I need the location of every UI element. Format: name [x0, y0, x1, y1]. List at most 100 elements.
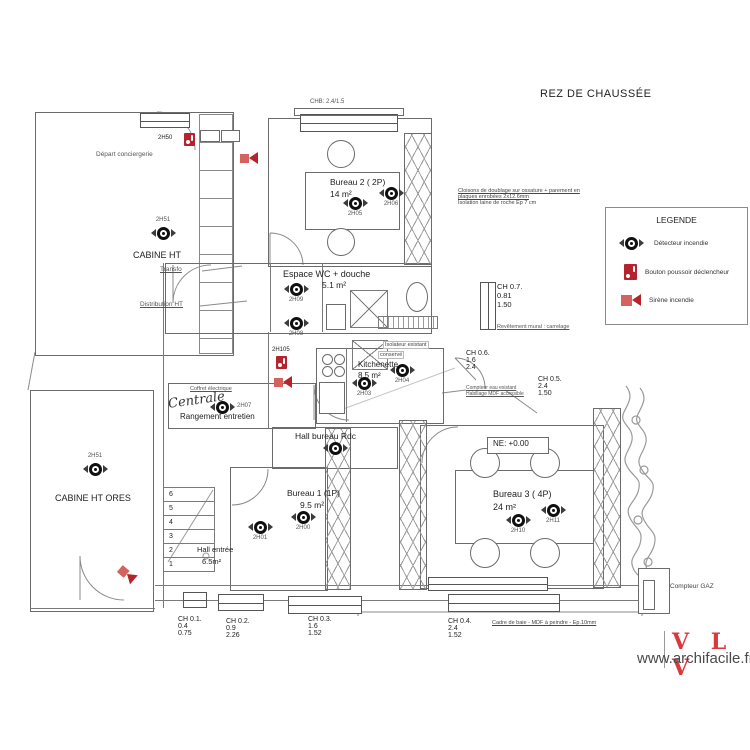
room-area-bureau3: 24 m²	[493, 502, 517, 512]
stair-step: 4	[164, 516, 214, 530]
opening-name: CH 0.1.	[178, 616, 202, 623]
wave-icon	[378, 189, 384, 197]
chair	[530, 538, 560, 568]
siren-icon	[274, 376, 292, 388]
detector-icon	[384, 186, 398, 200]
room-label-bureau1: Bureau 1 (1P)	[287, 488, 340, 498]
stove-burner	[334, 366, 345, 377]
desk-bureau3	[455, 470, 594, 544]
room-cabine-ores	[30, 390, 154, 612]
wave-icon	[247, 523, 253, 531]
isolation-note: Isolation laine de roche Ep 7 cm	[458, 200, 537, 206]
wave-icon	[525, 516, 531, 524]
legend-box: LEGENDE Détecteur incendie Bouton pousso…	[605, 207, 748, 325]
smoke-detector: 2H09	[281, 282, 311, 303]
room-label-cabine-ht: CABINE HT	[133, 250, 182, 260]
page-title: REZ DE CHAUSSÉE	[540, 88, 652, 100]
legend-item-label: Détecteur incendie	[654, 239, 709, 247]
cabinet	[200, 130, 220, 142]
room-label-bureau2: Bureau 2 ( 2P)	[330, 177, 386, 187]
opening-name: CH 0.7.	[497, 282, 523, 291]
wave-icon	[398, 189, 404, 197]
wave-icon	[303, 285, 309, 293]
wave-icon	[409, 366, 415, 374]
room-label-cabine-ores: CABINE HT ORES	[55, 493, 131, 503]
room-label-hall-bureau: Hall bureau Rdc	[295, 431, 356, 441]
wave-icon	[267, 523, 273, 531]
opening-ch06: CH 0.6. 1.6 2.4	[466, 350, 490, 371]
partition-wall	[268, 332, 269, 428]
chair	[327, 228, 355, 256]
hatched-column	[404, 133, 432, 265]
facade-wall	[30, 608, 155, 609]
wave-icon	[371, 379, 377, 387]
detector-icon	[88, 462, 102, 476]
wave-icon	[283, 285, 289, 293]
detector-id: 2H11	[546, 518, 560, 524]
level-mark: NE: +0.00	[493, 439, 529, 448]
stove-burner	[334, 354, 345, 365]
sink	[326, 304, 346, 330]
hatched-column	[399, 420, 427, 590]
detector-id: 2H07	[237, 403, 252, 409]
gas-meter	[643, 580, 655, 610]
room-area-wc: 5.1 m²	[322, 280, 347, 290]
detector-id: 2H04	[394, 378, 410, 384]
opening-width: 1.6	[308, 623, 318, 630]
opening-width: 0.4	[178, 623, 188, 630]
compteur-gaz-label: Compteur GAZ	[670, 583, 714, 590]
stair-step: 3	[164, 530, 214, 544]
smoke-detector: 2H01	[245, 520, 275, 541]
cadre-baie-note: Cadre de baie - MDF à peindre - Ep.10mm	[492, 620, 597, 626]
smoke-detector: 2H51	[80, 453, 110, 476]
push-button-id: 2H50	[158, 135, 173, 141]
detector-icon	[289, 282, 303, 296]
hatched-column	[325, 428, 351, 590]
window-ch01	[183, 592, 207, 608]
chb-note: CHB: 2.4/1.5	[310, 99, 345, 105]
smoke-detector: 2H08	[281, 316, 311, 337]
detector-icon	[511, 513, 525, 527]
opening-width: 2.4	[448, 625, 458, 632]
transfo-label: Transfo	[160, 266, 182, 273]
opening-ch01: CH 0.1. 0.4 0.75	[178, 616, 202, 637]
stove-burner	[322, 354, 333, 365]
smoke-detector: 2H06	[376, 186, 406, 207]
logo-divider	[664, 631, 665, 668]
stair-step: 2	[164, 544, 214, 558]
push-button-icon	[624, 264, 637, 280]
window-ch04	[448, 594, 560, 612]
wave-icon	[290, 513, 296, 521]
wave-icon	[283, 319, 289, 327]
opening-height: 2.26	[226, 632, 240, 639]
room-conciergerie	[35, 112, 234, 356]
opening-ch03: CH 0.3. 1.6 1.52	[308, 616, 332, 637]
detector-icon	[215, 400, 229, 414]
chair	[470, 538, 500, 568]
cloisons-note: Cloisons de doublage sur ossature + pare…	[458, 188, 580, 200]
smoke-detector: 2H11	[538, 503, 568, 524]
archifacile-watermark[interactable]: www.archifacile.fr	[637, 650, 750, 667]
wave-icon	[209, 403, 215, 411]
smoke-detector	[320, 441, 350, 455]
opening-name: CH 0.5.	[538, 376, 562, 383]
wave-icon	[102, 465, 108, 473]
chair	[327, 140, 355, 168]
opening-width: 0.9	[226, 625, 236, 632]
opening-ch07: CH 0.7. 0.81 1.50	[497, 282, 522, 309]
toilet	[406, 282, 428, 312]
detector-id: 2H05	[347, 211, 363, 217]
detector-icon	[348, 196, 362, 210]
hatched-column	[593, 408, 621, 588]
legend-item-label: Bouton poussoir déclencheur	[645, 268, 730, 276]
room-rangement	[168, 383, 316, 429]
window-bureau3	[428, 577, 548, 591]
smoke-detector: 2H10	[503, 513, 533, 534]
smoke-detector: 2H00	[288, 510, 318, 531]
compteur-eau-note-1: Compteur eau existant	[466, 385, 517, 391]
detector-icon	[395, 363, 409, 377]
wave-icon	[362, 199, 368, 207]
wave-icon	[303, 319, 309, 327]
stair-step: 1	[169, 561, 173, 568]
